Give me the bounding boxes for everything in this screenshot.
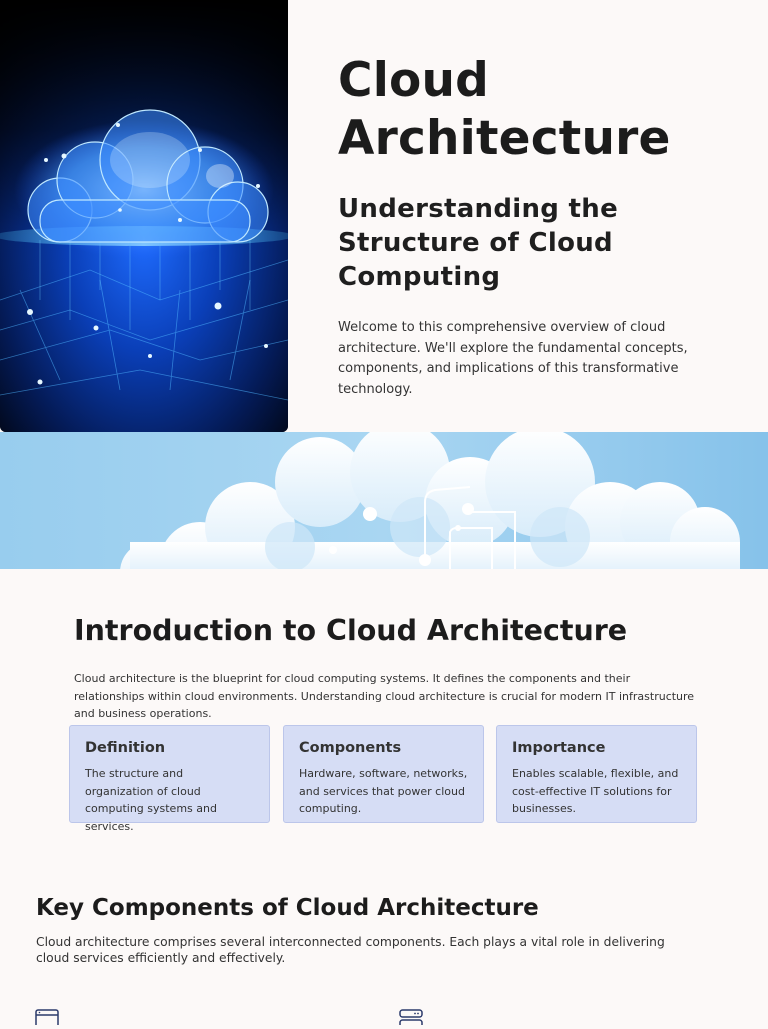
page-subtitle: Understanding the Structure of Cloud Com… — [338, 194, 619, 292]
card-components: Components Hardware, software, networks,… — [283, 725, 484, 823]
card-body: The structure and organization of cloud … — [85, 767, 217, 833]
browser-window-icon — [35, 1009, 59, 1029]
card-title: Definition — [85, 740, 166, 756]
card-body: Enables scalable, flexible, and cost-eff… — [512, 767, 679, 816]
intro-cards: Definition The structure and organizatio… — [69, 725, 699, 833]
hero-section: Cloud Architecture Understanding the Str… — [0, 0, 768, 432]
hero-cloud-network-image — [0, 0, 288, 432]
card-importance: Importance Enables scalable, flexible, a… — [496, 725, 697, 823]
card-title: Components — [299, 740, 402, 756]
section-title-introduction: Introduction to Cloud Architecture — [74, 614, 628, 647]
hero-description: Welcome to this comprehensive overview o… — [338, 320, 688, 398]
card-title: Importance — [512, 740, 606, 756]
page-title: Cloud Architecture — [338, 53, 671, 166]
cloud-network-illustration — [0, 432, 768, 569]
hero-text-block: Cloud Architecture Understanding the Str… — [338, 52, 718, 401]
server-icon — [399, 1009, 423, 1028]
card-definition: Definition The structure and organizatio… — [69, 725, 270, 833]
introduction-section: Introduction to Cloud Architecture Cloud… — [74, 612, 698, 723]
introduction-description: Cloud architecture is the blueprint for … — [74, 672, 695, 721]
key-components-description: Cloud architecture comprises several int… — [36, 935, 665, 965]
glowing-cloud-illustration — [0, 0, 288, 432]
section-title-key-components: Key Components of Cloud Architecture — [36, 895, 539, 921]
sky-clouds-banner-image — [0, 432, 768, 569]
key-components-section: Key Components of Cloud Architecture Clo… — [36, 893, 696, 966]
card-body: Hardware, software, networks, and servic… — [299, 767, 468, 816]
